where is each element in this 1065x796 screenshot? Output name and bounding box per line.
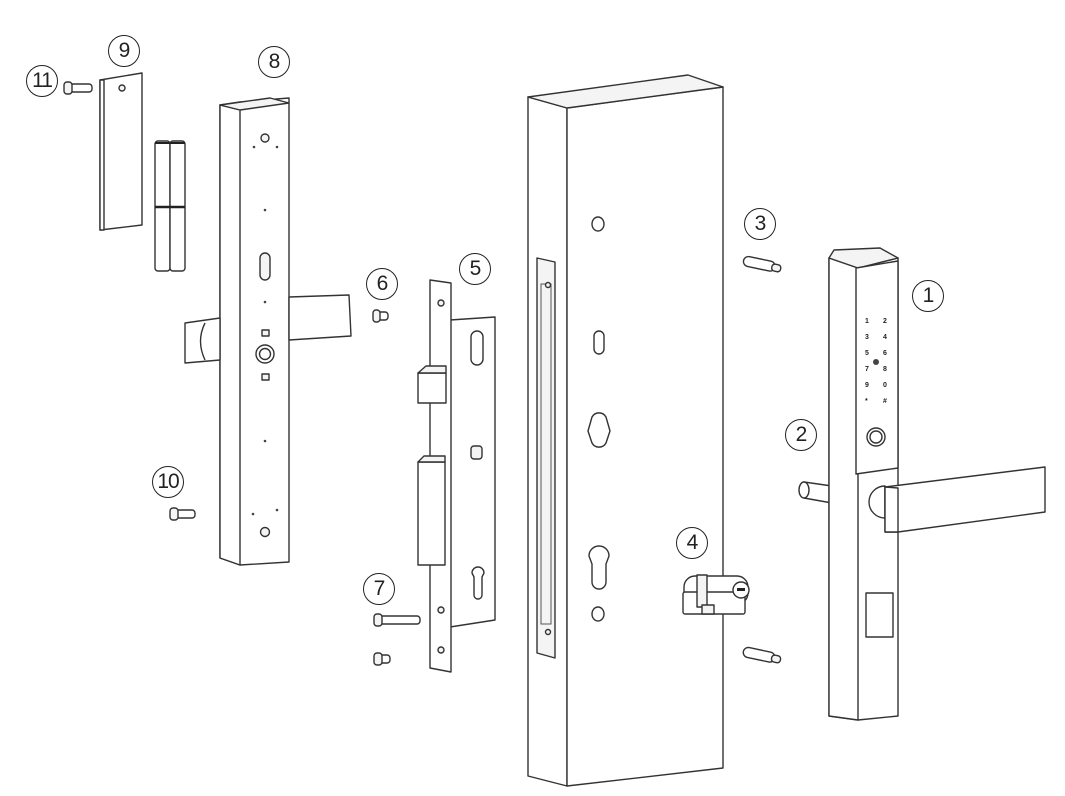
callout-8: 8	[258, 46, 290, 78]
front-panel	[828, 247, 1046, 721]
battery-cover-screw	[63, 81, 93, 95]
callout-5: 5	[459, 253, 491, 285]
callout-7: 7	[363, 573, 395, 605]
keypad-key: 1	[865, 318, 869, 325]
keypad-key: *	[865, 398, 868, 405]
callout-2: 2	[785, 419, 817, 451]
door	[527, 74, 724, 787]
keypad-key: 0	[883, 382, 887, 389]
keypad-key: 2	[883, 318, 887, 325]
callout-3: 3	[744, 208, 776, 240]
battery-cover	[99, 72, 143, 231]
rear-panel-bolt	[169, 507, 196, 521]
keypad-key: 5	[865, 350, 869, 357]
callout-4: 4	[676, 527, 708, 559]
lock-cylinder	[682, 574, 750, 615]
rear-panel	[184, 97, 352, 566]
mortise-screws-bottom	[373, 613, 421, 666]
keypad-key: 7	[865, 366, 869, 373]
batteries	[154, 140, 186, 272]
keypad-key: 3	[865, 334, 869, 341]
keypad-key: 6	[883, 350, 887, 357]
keypad-key: #	[883, 398, 887, 405]
keypad-key: 4	[883, 334, 887, 341]
callout-10: 10	[152, 466, 184, 498]
callout-9: 9	[108, 35, 140, 67]
callout-11: 11	[26, 65, 58, 97]
mounting-posts	[742, 255, 782, 664]
mortise-lock-body	[417, 279, 496, 673]
mortise-screw-top	[372, 309, 389, 323]
spindle	[798, 481, 833, 504]
keypad-key: 9	[865, 382, 869, 389]
keypad-key: 8	[883, 366, 887, 373]
callout-1: 1	[912, 280, 944, 312]
callout-6: 6	[366, 268, 398, 300]
